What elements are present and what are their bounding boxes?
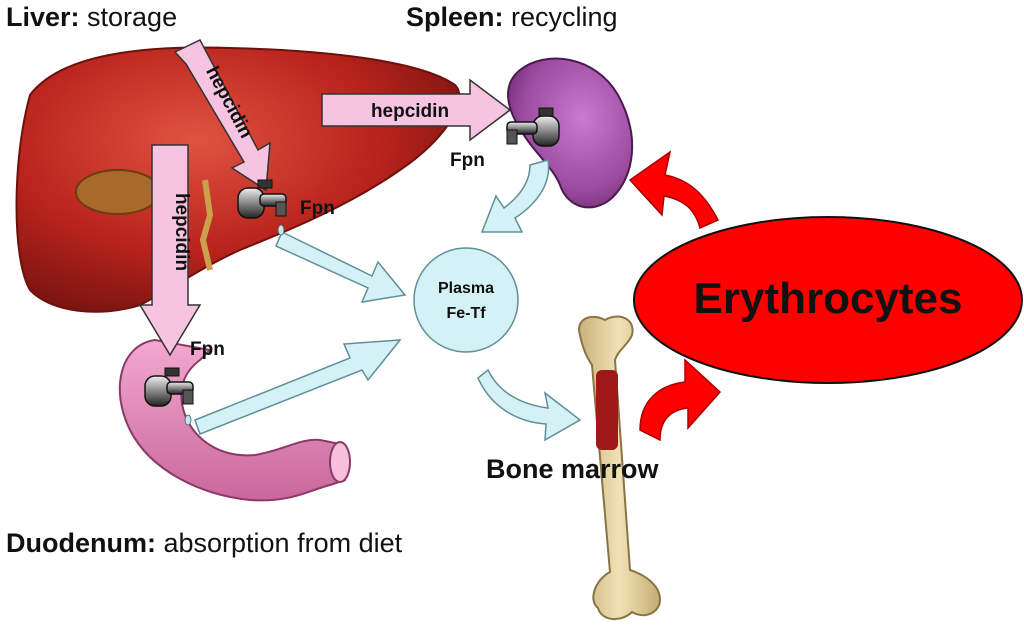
duodenum-title-rest: absorption from diet bbox=[156, 528, 403, 558]
bone bbox=[578, 315, 662, 620]
plasma-label-line2: Fe-Tf bbox=[446, 305, 486, 322]
plasma-to-marrow-arrow bbox=[477, 368, 582, 442]
fpn-liver-label: Fpn bbox=[300, 198, 335, 219]
marrow-to-erythrocytes-arrow bbox=[639, 358, 722, 442]
duodenum-title: Duodenum: absorption from diet bbox=[6, 528, 403, 558]
spleen-tap-icon bbox=[506, 107, 560, 147]
hepcidin-to-liver-arrow bbox=[173, 39, 271, 192]
duodenum-shape bbox=[118, 338, 346, 502]
liver-title: Liver: storage bbox=[6, 2, 177, 32]
spleen-shape bbox=[507, 57, 634, 209]
liver-vessel bbox=[199, 179, 214, 271]
erythrocytes-label: Erythrocytes bbox=[693, 274, 962, 323]
hepcidin-to-duodenum-label: hepcidin bbox=[171, 193, 192, 271]
hepcidin-to-spleen-arrow bbox=[321, 78, 512, 142]
spleen-to-plasma-arrow bbox=[480, 159, 550, 233]
bone-marrow-label: Bone marrow bbox=[486, 454, 660, 484]
spleen-title-rest: recycling bbox=[504, 2, 618, 32]
gallbladder bbox=[75, 169, 161, 215]
spleen bbox=[507, 57, 634, 209]
liver-title-rest: storage bbox=[80, 2, 178, 32]
red-arrows bbox=[628, 150, 722, 442]
hepcidin-to-spleen-label: hepcidin bbox=[371, 101, 449, 122]
erythrocytes-to-spleen-arrow bbox=[628, 150, 720, 230]
plasma-label-line1: Plasma bbox=[438, 280, 494, 297]
duodenum-end bbox=[329, 441, 351, 483]
hepcidin-arrows bbox=[138, 39, 512, 357]
bone-marrow-cavity bbox=[596, 370, 618, 450]
erythrocytes-ellipse bbox=[633, 216, 1023, 384]
erythrocytes: Erythrocytes bbox=[633, 216, 1023, 384]
duodenum-to-plasma-arrow bbox=[194, 339, 402, 435]
liver bbox=[15, 46, 461, 313]
iron-flow-arrows bbox=[194, 159, 582, 442]
spleen-title-bold: Spleen: bbox=[406, 2, 504, 32]
fpn-duodenum-label: Fpn bbox=[190, 339, 225, 360]
hepcidin-to-duodenum-arrow bbox=[138, 144, 202, 357]
duodenum bbox=[118, 338, 351, 502]
liver-to-plasma-arrow bbox=[275, 230, 407, 303]
duodenum-title-bold: Duodenum: bbox=[6, 528, 156, 558]
plasma-circle bbox=[413, 247, 519, 353]
liver-title-bold: Liver: bbox=[6, 2, 80, 32]
duodenum-tap-icon bbox=[144, 367, 194, 426]
spleen-title: Spleen: recycling bbox=[406, 2, 618, 32]
fpn-spleen-label: Fpn bbox=[450, 150, 485, 171]
plasma-pool: Plasma Fe-Tf bbox=[413, 247, 519, 353]
liver-tap-icon bbox=[237, 179, 287, 236]
